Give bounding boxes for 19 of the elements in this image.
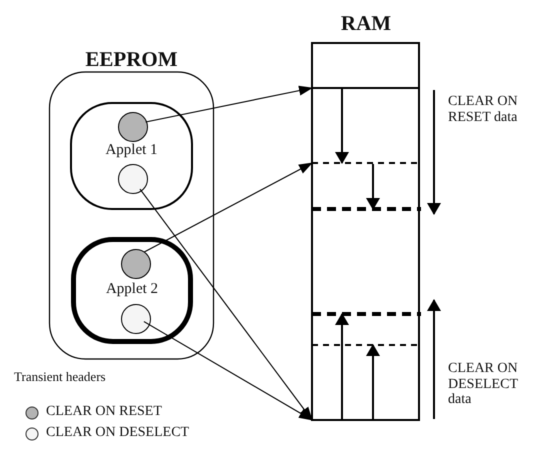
header-circle [118,112,148,142]
legend-label: CLEAR ON RESET [46,404,162,420]
arrow [144,162,313,252]
header-circle [121,304,151,334]
arrow [146,86,313,123]
header-circle [118,164,148,194]
arrow [144,321,313,420]
legend-title: Transient headers [14,370,107,385]
header-circle [121,249,151,279]
region-heading: EEPROM [84,47,179,72]
region-heading: RAM [340,11,392,36]
applet-label: Applet 1 [104,142,159,159]
arrow [140,188,313,421]
data-label: CLEAR ON RESET data [448,94,519,126]
legend-label: CLEAR ON DESELECT [46,425,190,441]
applet-box [71,237,193,344]
applet-label: Applet 2 [104,281,160,298]
applet-box [70,102,193,210]
data-label: CLEAR ON DESELECT data [448,361,519,408]
